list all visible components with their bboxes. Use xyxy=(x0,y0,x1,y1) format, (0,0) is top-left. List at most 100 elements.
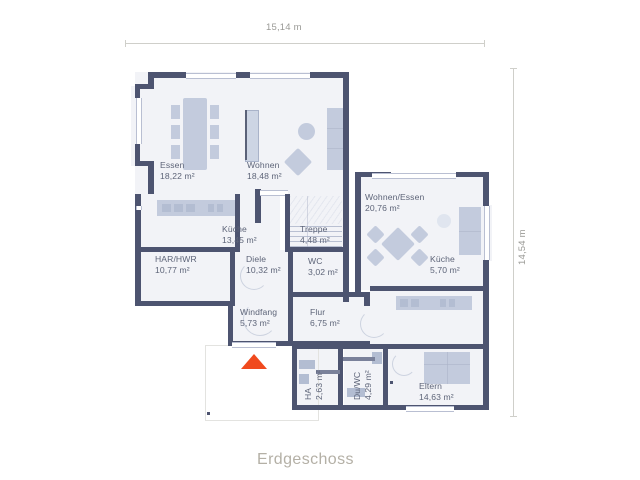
triangle-entrance-marker xyxy=(241,354,267,369)
dimension-line-height xyxy=(513,68,514,416)
room-area: 13,45 m² xyxy=(222,234,257,245)
chair xyxy=(210,125,219,139)
room-name: Küche xyxy=(222,224,247,234)
room-area: 2,63 m² xyxy=(313,370,324,400)
chair xyxy=(171,125,180,139)
chair xyxy=(210,145,219,159)
room-name: Eltern xyxy=(419,381,443,391)
room-label-windfang: Windfang 5,73 m² xyxy=(240,307,277,328)
wall-right-block-right-c xyxy=(483,302,489,348)
inner-partition-duwc xyxy=(343,357,375,361)
wall-right-block-right-a xyxy=(483,172,489,206)
room-name: Flur xyxy=(310,307,326,317)
window-right-top xyxy=(372,173,456,179)
door-swing-corridor xyxy=(360,310,388,338)
room-label-wc: WC 3,02 m² xyxy=(308,256,338,277)
floor-fill-har xyxy=(140,250,235,302)
dimension-tick-top xyxy=(510,68,517,69)
inner-partition-ha xyxy=(316,370,340,374)
room-label-flur: Flur 6,75 m² xyxy=(310,307,340,328)
room-label-ha: HA 2,63 m² xyxy=(303,370,324,400)
wall-notch xyxy=(136,206,142,210)
room-label-wohnen: Wohnen 18,48 m² xyxy=(247,160,282,181)
page-title: Erdgeschoss xyxy=(257,451,354,468)
wall-right-block-left xyxy=(355,172,361,292)
kitchen-appliance xyxy=(411,299,419,307)
dimension-tick-left xyxy=(125,40,126,47)
wall-flur-top xyxy=(292,292,370,297)
sofa-divider xyxy=(459,231,481,232)
wall-windfang-left xyxy=(228,301,233,346)
fixture-toilet xyxy=(372,352,382,364)
door-swing-eltern xyxy=(392,352,416,376)
wall-bay-left-a xyxy=(135,84,140,98)
entrance-door xyxy=(232,342,276,348)
room-label-wohnen-essen: Wohnen/Essen 20,76 m² xyxy=(365,192,424,213)
wall-ha-duwc-divider xyxy=(338,344,343,410)
wall-bay-left-b xyxy=(135,144,140,166)
terrace-corner-dot xyxy=(207,412,210,415)
window-eltern-bottom xyxy=(406,406,454,412)
room-area: 10,32 m² xyxy=(246,264,281,275)
wall-right-block-right-d xyxy=(483,344,489,410)
room-area: 3,02 m² xyxy=(308,266,338,277)
opening-kitchen-treppe xyxy=(260,190,288,196)
kitchen-sink xyxy=(208,204,214,212)
wall-kitchen-har-divider xyxy=(235,194,240,252)
dimension-tick-right xyxy=(484,40,485,47)
room-label-treppe: Treppe 4,48 m² xyxy=(300,224,330,245)
dimension-label-height: 14,54 m xyxy=(517,229,528,265)
door-swing-diele xyxy=(240,262,268,290)
round-accent-table xyxy=(437,214,451,228)
bed-divider xyxy=(424,364,470,365)
shelving-divider xyxy=(327,148,345,149)
wall-right-upper-left xyxy=(343,72,349,194)
room-name: HAR/HWR xyxy=(155,254,197,264)
room-name: Diele xyxy=(246,254,267,264)
wall-right-corridor-top xyxy=(370,286,488,291)
room-name: Küche xyxy=(430,254,455,264)
chair xyxy=(171,145,180,159)
room-area: 18,22 m² xyxy=(160,170,195,181)
kitchen-sink xyxy=(217,204,223,212)
wall-left-upper-a xyxy=(148,72,154,88)
stair-tread xyxy=(290,236,342,237)
fixture-shower xyxy=(347,388,365,397)
wall-top-left-c xyxy=(310,72,349,78)
room-label-eltern: Eltern 14,63 m² xyxy=(419,381,454,402)
stair-tread xyxy=(290,231,342,232)
wall-eltern-top xyxy=(386,344,488,349)
room-area: 4,29 m² xyxy=(362,370,373,400)
wall-wc-left xyxy=(288,252,293,302)
room-name: Wohnen/Essen xyxy=(365,192,425,202)
room-name: Essen xyxy=(160,160,185,170)
wall-har-top xyxy=(135,247,240,252)
fixture xyxy=(299,360,315,369)
dimension-label-width: 15,14 m xyxy=(266,22,302,33)
shelving-divider xyxy=(327,128,345,129)
room-label-diele: Diele 10,32 m² xyxy=(246,254,281,275)
chair xyxy=(210,105,219,119)
wall-top-left-b xyxy=(236,72,250,78)
stair-upper-hatch xyxy=(290,196,342,224)
wall-diele-left xyxy=(230,252,235,306)
chair xyxy=(171,105,180,119)
wall-treppe-left xyxy=(285,194,290,252)
stair-tread xyxy=(290,241,342,242)
room-area: 20,76 m² xyxy=(365,202,400,213)
wall-kitchen-right-partial xyxy=(255,189,261,223)
kitchen-sink xyxy=(440,299,446,307)
stair-tread xyxy=(290,226,342,227)
window-bay-left xyxy=(136,98,142,144)
room-name: Treppe xyxy=(300,224,328,234)
shelving-unit xyxy=(327,108,345,170)
room-name: WC xyxy=(308,256,323,266)
room-area: 4,48 m² xyxy=(300,234,330,245)
stair-tread xyxy=(290,246,342,247)
door-hinge-dot xyxy=(289,251,292,254)
floor-fill-flur xyxy=(292,297,370,344)
fixture xyxy=(299,374,309,384)
dimension-line-width xyxy=(125,43,484,44)
wall-har-bottom xyxy=(135,301,235,306)
